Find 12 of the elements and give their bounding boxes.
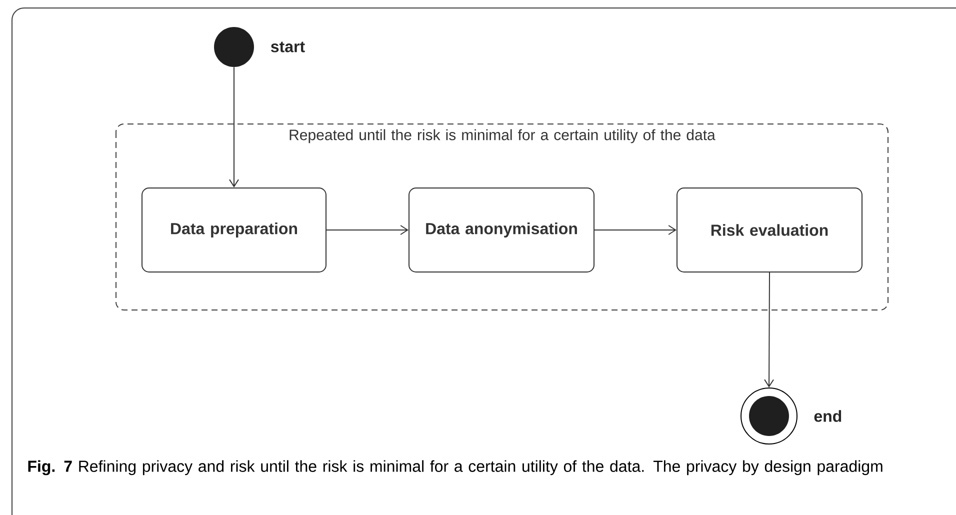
process-box: Data preparation: [142, 188, 326, 272]
figure-caption: Fig. 7 Refining privacy and risk until the risk is minimal for a certain utility of the data. The privacy by design paradigm: [28, 460, 882, 476]
state-label: end: [814, 410, 842, 422]
arrow: [326, 225, 408, 235]
initial-state: [214, 27, 254, 67]
arrow: [764, 272, 774, 388]
arrow: [594, 225, 676, 235]
arrow: [229, 66, 239, 188]
process-box: Data anonymisation: [408, 188, 594, 272]
state-label: start: [270, 42, 305, 52]
final-state: [740, 388, 798, 444]
process-box: Risk evaluation: [676, 188, 862, 272]
